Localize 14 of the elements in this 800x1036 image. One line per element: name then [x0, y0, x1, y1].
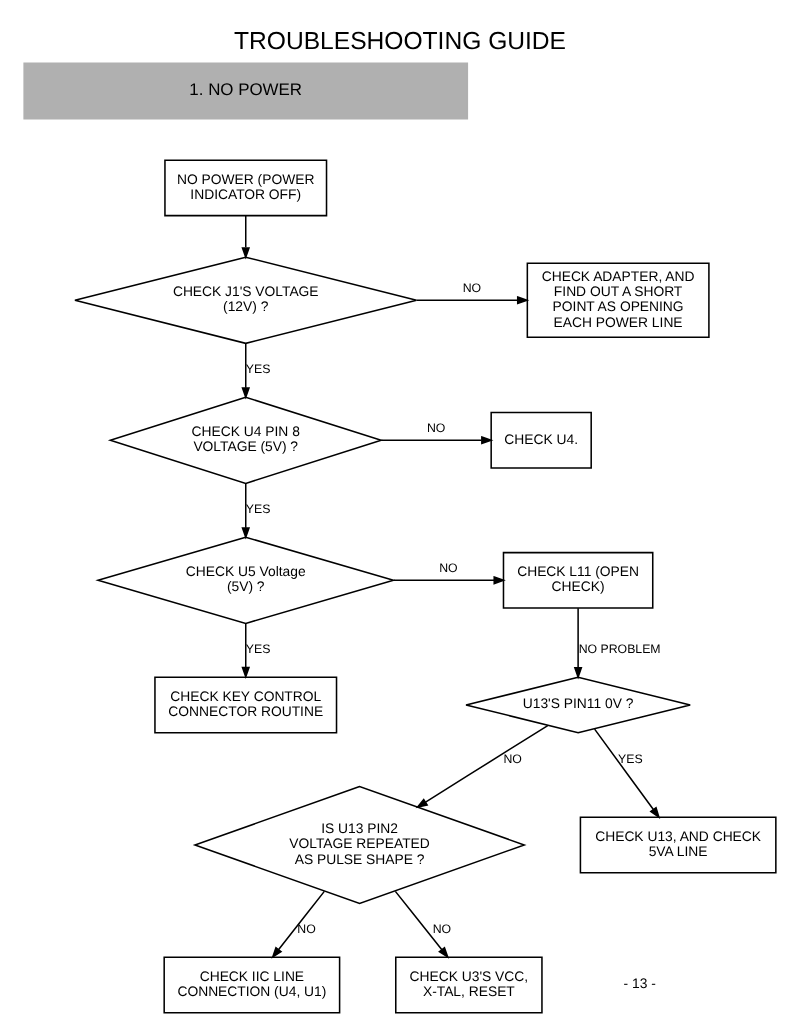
arrow: [394, 890, 450, 959]
arrow: [593, 728, 661, 819]
arrow: [241, 622, 251, 680]
arrow: [415, 295, 530, 305]
arrow: [393, 576, 506, 585]
arrow: [241, 482, 251, 540]
arrow: [380, 435, 494, 445]
diagram-title: TROUBLESHOOTING GUIDE: [233, 27, 567, 56]
label: 1. NO POWER: [189, 79, 303, 100]
arrow: [241, 215, 251, 260]
arrow: [271, 890, 326, 959]
arrow: [415, 724, 549, 809]
arrow: [241, 342, 251, 400]
arrow: [573, 607, 583, 680]
